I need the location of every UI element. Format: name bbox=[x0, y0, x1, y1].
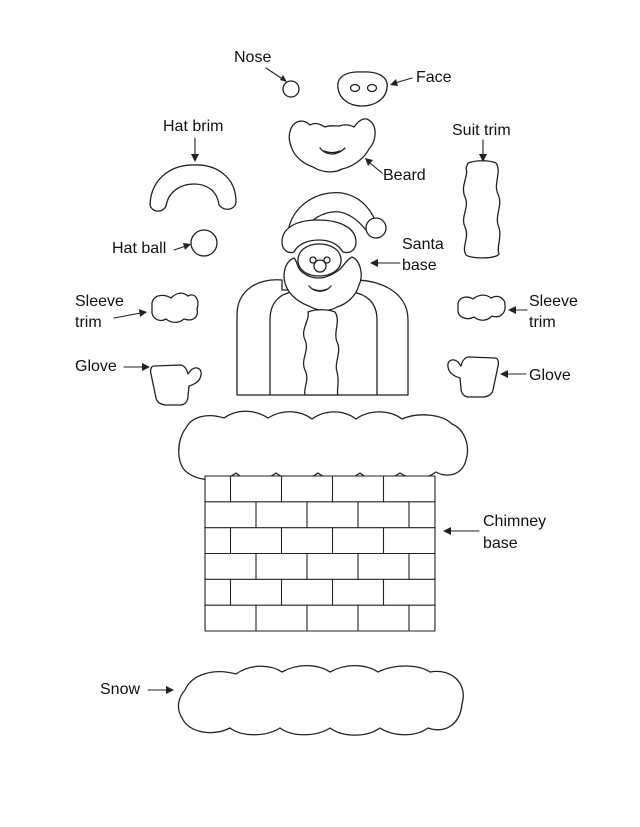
beard-piece bbox=[289, 119, 375, 172]
label-santa-base-line1: Santa bbox=[402, 236, 444, 253]
chimney-snow-top-piece bbox=[179, 411, 468, 480]
hat-ball-piece bbox=[191, 230, 217, 256]
label-beard: Beard bbox=[383, 167, 426, 184]
nose-piece bbox=[283, 81, 299, 97]
sleeve-trim-left-piece bbox=[152, 293, 198, 322]
label-chimney-base-line2: base bbox=[483, 535, 518, 552]
snow-bank-piece bbox=[178, 666, 463, 736]
label-sleeve-trim-left-line1: Sleeve bbox=[75, 293, 124, 310]
glove-right-piece bbox=[448, 357, 498, 397]
label-glove-right: Glove bbox=[529, 367, 571, 384]
label-face: Face bbox=[416, 69, 452, 86]
leader-arrows bbox=[114, 68, 527, 694]
label-suit-trim: Suit trim bbox=[452, 122, 511, 139]
face-piece bbox=[338, 72, 387, 106]
label-chimney-base-line1: Chimney bbox=[483, 513, 547, 530]
hat-brim-piece bbox=[150, 165, 236, 211]
label-sleeve-trim-left-line2: trim bbox=[75, 314, 102, 331]
label-hat-ball: Hat ball bbox=[112, 240, 167, 257]
label-sleeve-trim-right-line1: Sleeve bbox=[529, 293, 578, 310]
santa-base-figure bbox=[237, 193, 408, 395]
label-hat-brim: Hat brim bbox=[163, 118, 224, 135]
label-glove-left: Glove bbox=[75, 358, 117, 375]
label-snow: Snow bbox=[100, 681, 141, 698]
chimney-base-piece bbox=[205, 476, 435, 631]
sleeve-trim-right-piece bbox=[458, 295, 505, 320]
suit-trim-piece bbox=[463, 161, 499, 258]
label-sleeve-trim-right-line2: trim bbox=[529, 314, 556, 331]
label-nose: Nose bbox=[234, 49, 272, 66]
glove-left-piece bbox=[151, 365, 201, 405]
label-santa-base-line2: base bbox=[402, 257, 437, 274]
